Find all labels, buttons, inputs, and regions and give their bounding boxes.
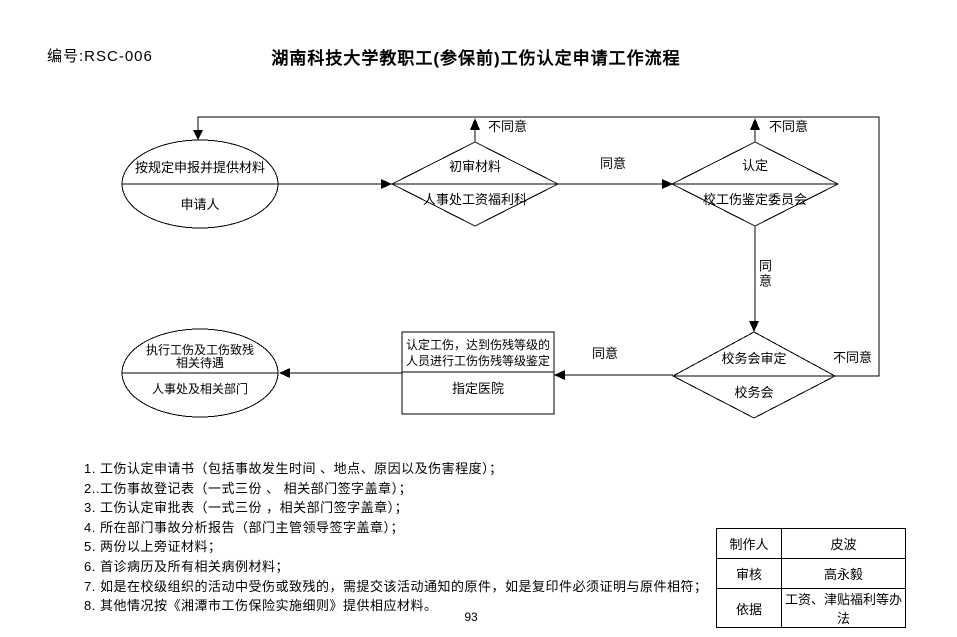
initial-review-action: 初审材料: [448, 159, 502, 174]
document-code: 编号:RSC-006: [47, 48, 153, 65]
arrowhead-right-icon: [662, 179, 673, 189]
benefits-actor: 人事处及相关部门: [151, 382, 249, 396]
determination-action: 认定: [741, 158, 769, 173]
note-line: 1. 工伤认定申请书（包括事故发生时间 、地点、原因以及伤害程度）；: [84, 461, 503, 476]
note-line: 5. 两份以上旁证材料；: [84, 539, 222, 555]
info-value-maker: 皮波: [781, 528, 906, 559]
edge-label-council-disagree: 不同意: [833, 350, 873, 365]
return-connector-disagree: [193, 116, 880, 377]
determination-node-shape: [670, 141, 840, 227]
determination-actor: 校工伤鉴定委员会: [702, 192, 808, 207]
return-line: [197, 116, 880, 377]
connector-council-agree: [554, 370, 673, 380]
note-line: 7. 如是在校级组织的活动中受伤或致残的，需提交该活动通知的原件，如是复印件必须…: [84, 578, 708, 594]
hospital-action-line1: 认定工伤，达到伤残等级的: [405, 338, 551, 352]
connector-apply: [278, 179, 392, 189]
connector-initial-agree: [558, 179, 673, 189]
arrowhead-down-icon: [193, 130, 203, 140]
council-actor: 校务会: [734, 385, 774, 400]
edge-label-council-agree: 同意: [592, 346, 619, 361]
document-info-table: 制作人 皮波 审核 高永毅 依据 工资、津贴福利等办法: [716, 528, 906, 628]
council-node-shape: [671, 331, 837, 419]
arrowhead-right-icon: [381, 179, 392, 189]
note-line: 2..工伤事故登记表（一式三份 、 相关部门签字盖章）；: [84, 480, 413, 496]
info-label-basis: 依据: [716, 588, 782, 628]
connector-determination-agree: [749, 226, 759, 332]
table-row: 审核 高永毅: [716, 558, 906, 589]
edge-label-determination-agree: 同意: [757, 259, 772, 289]
initial-review-actor: 人事处工资福利科: [422, 192, 528, 207]
arrowhead-up-icon: [750, 118, 760, 130]
table-row: 依据 工资、津贴福利等办法: [716, 588, 906, 628]
page-number: 93: [464, 610, 478, 624]
arrowhead-left-icon: [554, 370, 565, 380]
info-label-maker: 制作人: [716, 528, 782, 559]
applicant-actor: 申请人: [180, 197, 220, 212]
edge-label-initial-agree: 同意: [600, 156, 627, 171]
edge-label-initial-disagree: 不同意: [488, 119, 528, 134]
initial-review-node-shape: [390, 141, 560, 227]
info-label-reviewer: 审核: [716, 558, 782, 589]
required-materials-notes: 1. 工伤认定申请书（包括事故发生时间 、地点、原因以及伤害程度）； 2..工伤…: [84, 459, 707, 616]
benefits-action-line1: 执行工伤及工伤致残: [145, 343, 255, 357]
info-value-basis: 工资、津贴福利等办法: [781, 588, 906, 628]
applicant-action: 按规定申报并提供材料: [134, 160, 266, 175]
hospital-actor: 指定医院: [451, 381, 505, 396]
note-line: 4. 所在部门事故分析报告（部门主管领导签字盖章）；: [84, 519, 404, 535]
info-value-reviewer: 高永毅: [781, 558, 906, 589]
arrowhead-left-icon: [279, 368, 290, 378]
council-action: 校务会审定: [721, 351, 787, 366]
connector-initial-disagree: [470, 118, 480, 142]
note-line: 6. 首诊病历及所有相关病例材料；: [84, 558, 289, 574]
note-line: 8. 其他情况按《湘潭市工伤保险实施细则》提供相应材料。: [84, 598, 438, 614]
benefits-action-line2: 相关待遇: [175, 356, 225, 370]
edge-label-determination-disagree: 不同意: [769, 119, 809, 134]
connector-determination-disagree: [750, 118, 760, 142]
arrowhead-down-icon: [749, 321, 759, 332]
table-row: 制作人 皮波: [716, 528, 906, 559]
hospital-action-line2: 人员进行工伤伤残等级鉴定: [405, 354, 551, 368]
connector-hospital-to-benefits: [279, 368, 402, 378]
arrowhead-up-icon: [470, 118, 480, 130]
note-line: 3. 工伤认定审批表（一式三份 ，相关部门签字盖章）；: [84, 500, 409, 516]
hospital-node-shape: [401, 331, 555, 415]
page-title: 湖南科技大学教职工(参保前)工伤认定申请工作流程: [271, 49, 681, 68]
